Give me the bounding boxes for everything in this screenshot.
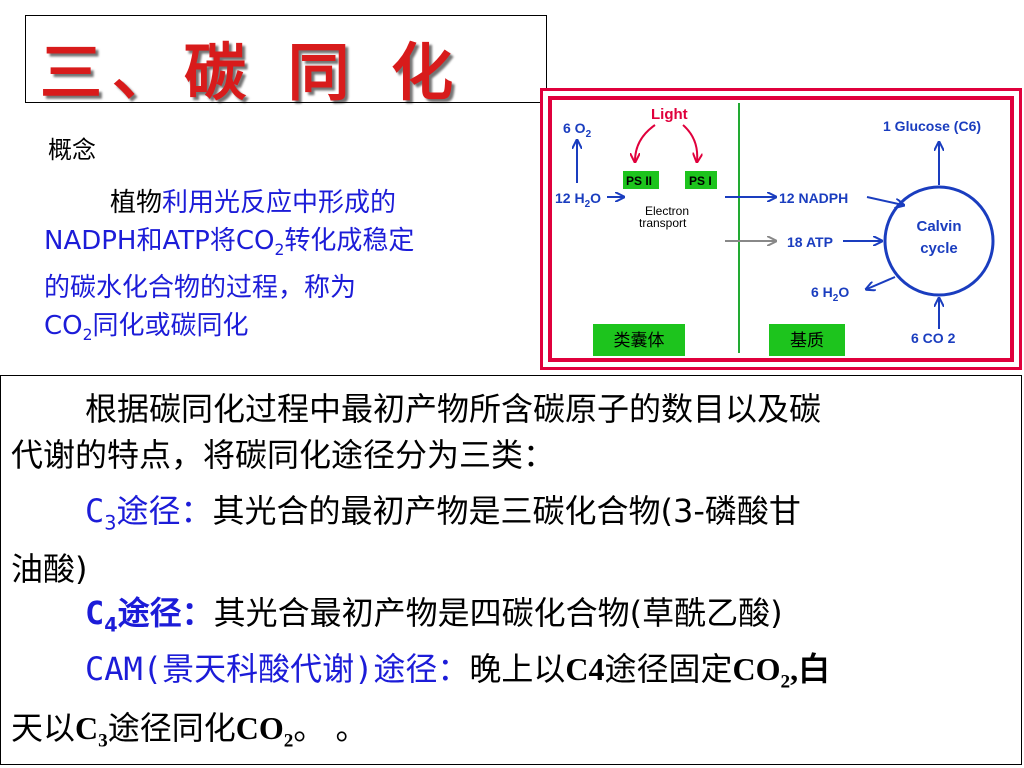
c3-label-b: 途径： xyxy=(116,492,213,530)
cam-line2-d: CO xyxy=(235,710,284,747)
cam-line2-d-sub: 2 xyxy=(283,730,294,752)
cam-text-c: 途径固定 xyxy=(604,650,733,688)
cycle-label: cycle xyxy=(920,240,958,257)
glucose-label: 1 Glucose (C6) xyxy=(883,118,981,134)
concept-line1: 利用光反应中形成的 xyxy=(162,188,397,218)
c3-label-a: C xyxy=(85,492,105,530)
title-box: 三、碳 同 化 xyxy=(25,15,547,109)
cam-text-e: ,白 xyxy=(790,651,831,687)
nadph-label: 12 NADPH xyxy=(779,190,848,206)
thylakoid-label: 类囊体 xyxy=(614,331,665,351)
co2-in-label: 6 CO 2 xyxy=(911,330,956,346)
electron-label: Electron xyxy=(645,204,689,218)
ps2-label: PS II xyxy=(626,174,652,188)
stroma-label: 基质 xyxy=(790,331,824,351)
ps1-box xyxy=(685,171,717,189)
cam-line2-a: 天以 xyxy=(11,709,76,748)
slide-title: 三、碳 同 化 xyxy=(40,36,464,109)
h2o-label: 12 H2O xyxy=(555,190,601,210)
intro-line2: 代谢的特点，将碳同化途径分为三类： xyxy=(11,436,556,474)
cam-line2-c: 途径同化 xyxy=(107,709,236,748)
concept-label: 概念 xyxy=(48,136,96,164)
light-arrow-ps2 xyxy=(635,124,656,161)
c3-text2: 油酸) xyxy=(11,550,88,589)
intro-line1: 根据碳同化过程中最初产物所含碳原子的数目以及碳 xyxy=(85,390,822,428)
c3-label-sub: 3 xyxy=(104,511,117,535)
intro-paragraph: 根据碳同化过程中最初产物所含碳原子的数目以及碳 代谢的特点，将碳同化途径分为三类… xyxy=(11,386,1016,478)
cam-line2-b-sub: 3 xyxy=(98,730,108,752)
cam-text-a: 晚上以 xyxy=(469,650,566,688)
concept-line2-b: 转化成稳定 xyxy=(284,226,415,256)
c3-text: 其光合的最初产物是三碳化合物(3-磷酸甘 xyxy=(212,492,801,530)
c3-paragraph: C3途径：其光合的最初产物是三碳化合物(3-磷酸甘 油酸) xyxy=(11,488,1016,592)
cam-text-b: C4 xyxy=(565,651,605,687)
ps1-label: PS I xyxy=(689,174,712,188)
h2o-out-label: 6 H2O xyxy=(811,284,849,304)
cam-paragraph: CAM(景天科酸代谢)途径：晚上以C4途径固定CO2,白 天以C3途径同化CO2… xyxy=(11,646,1016,765)
diagram-inner-border xyxy=(548,96,1014,362)
cam-label: CAM(景天科酸代谢)途径： xyxy=(85,650,470,688)
c4-label-b: 途径： xyxy=(117,594,214,632)
concept-definition: 植物利用光反应中形成的 NADPH和ATP将CO2转化成稳定 的碳水化合物的过程… xyxy=(44,184,489,354)
nadph-to-cycle-arrow xyxy=(866,196,903,205)
concept-line4-sub: 2 xyxy=(82,326,93,345)
c4-label-a: C xyxy=(85,594,105,632)
h2o-out-arrow xyxy=(867,276,896,289)
photosynthesis-diagram: Light 6 O2 12 H2O PS II PS I Electron tr… xyxy=(540,88,1022,370)
cam-line2-e: 。 。 xyxy=(293,709,368,748)
light-arrow-ps1 xyxy=(682,124,697,161)
diagram-svg: Light 6 O2 12 H2O PS II PS I Electron tr… xyxy=(555,103,995,356)
c4-text: 其光合最初产物是四碳化合物(草酰乙酸) xyxy=(213,594,783,632)
classification-box: 根据碳同化过程中最初产物所含碳原子的数目以及碳 代谢的特点，将碳同化途径分为三类… xyxy=(0,375,1022,765)
c4-label-sub: 4 xyxy=(104,613,118,637)
transport-label: transport xyxy=(639,216,687,230)
o2-label: 6 O2 xyxy=(563,120,592,140)
light-label: Light xyxy=(651,106,688,123)
cam-text-d: CO xyxy=(732,651,781,687)
atp-label: 18 ATP xyxy=(787,234,833,250)
cam-line2-b: C xyxy=(75,710,99,747)
concept-line2-a: NADPH和ATP将CO xyxy=(44,226,275,256)
concept-lead: 植物 xyxy=(110,188,163,218)
concept-line4-a: CO xyxy=(44,311,83,342)
concept-line3: 的碳水化合物的过程，称为 xyxy=(44,273,357,304)
calvin-cycle-circle xyxy=(883,185,995,297)
ps2-box xyxy=(623,171,659,189)
c4-paragraph: C4途径：其光合最初产物是四碳化合物(草酰乙酸) xyxy=(11,590,1016,648)
stroma-box xyxy=(769,324,845,356)
thylakoid-box xyxy=(593,324,685,356)
calvin-label: Calvin xyxy=(916,218,961,235)
concept-line4-b: 同化或碳同化 xyxy=(92,311,249,342)
concept-line2-sub: 2 xyxy=(274,241,285,260)
cam-text-d-sub: 2 xyxy=(780,671,791,693)
